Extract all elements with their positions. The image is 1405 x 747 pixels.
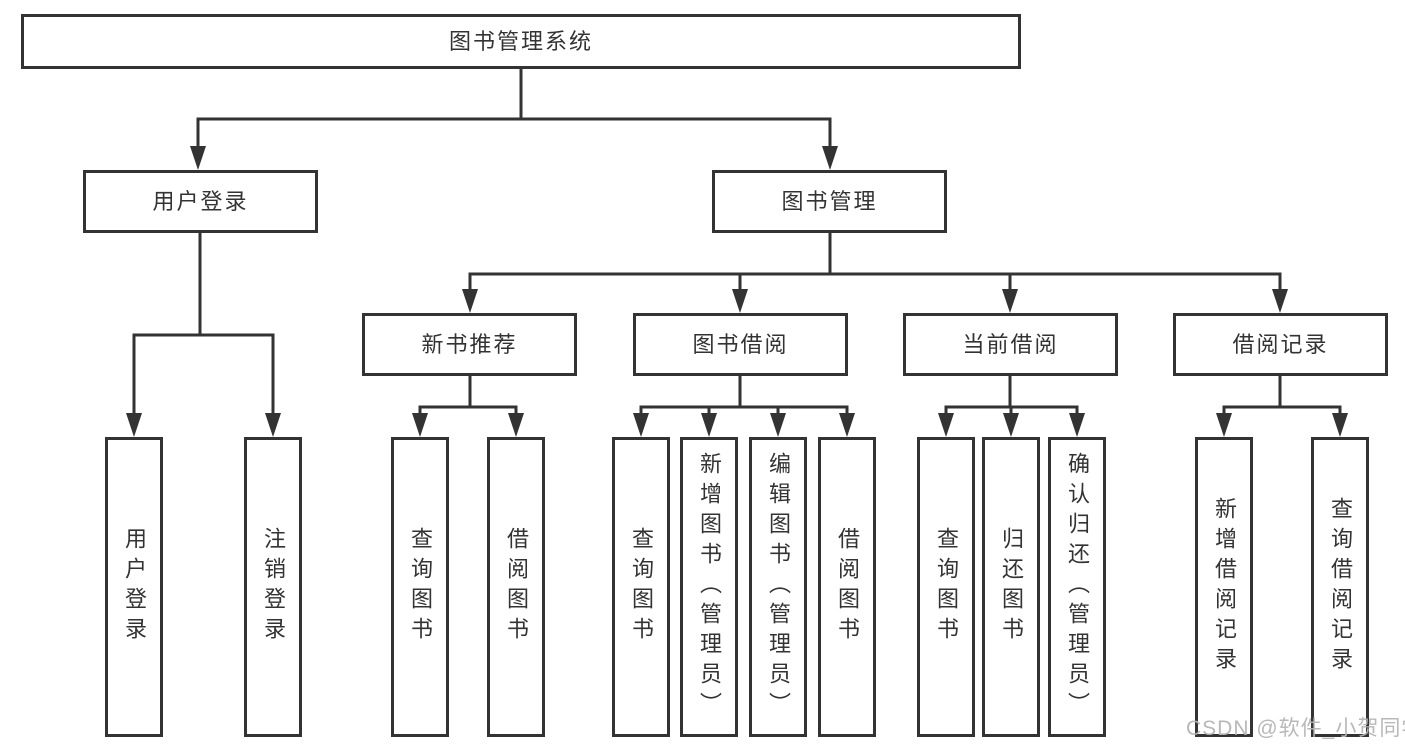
leaf-user-login-label: 用户登录 — [122, 527, 147, 647]
leaf-return-books: 归还图书 — [982, 437, 1040, 737]
leaf-query-borrow-record: 查询借阅记录 — [1311, 437, 1369, 737]
node-book-management: 图书管理 — [712, 170, 947, 233]
leaf-query-books-recommend: 查询图书 — [391, 437, 449, 737]
connector-borrow-record-children — [1222, 374, 1342, 418]
csdn-watermark: CSDN @软件_小贺同学 — [1186, 717, 1405, 740]
node-book-borrow: 图书借阅 — [633, 313, 848, 376]
leaf-query-books-current: 查询图书 — [917, 437, 975, 737]
leaf-edit-books-admin: 编辑图书（管理员） — [749, 437, 807, 737]
connector-user-login-children — [132, 231, 275, 418]
leaf-borrow-books: 借阅图书 — [818, 437, 876, 737]
leaf-add-books-admin: 新增图书（管理员） — [680, 437, 738, 737]
connector-book-borrow-children — [639, 374, 849, 418]
node-library-system: 图书管理系统 — [21, 14, 1021, 69]
connector-book-management-sections — [468, 231, 1282, 294]
connector-new-book-children — [418, 374, 518, 418]
node-book-borrow-label: 图书借阅 — [692, 331, 789, 357]
leaf-add-books-admin-label: 新增图书（管理员） — [697, 452, 722, 722]
leaf-borrow-books-recommend-label: 借阅图书 — [504, 527, 529, 647]
leaf-query-books-borrow-label: 查询图书 — [629, 527, 654, 647]
connector-current-borrow-children — [944, 374, 1079, 418]
node-user-login: 用户登录 — [83, 170, 318, 233]
node-current-borrow: 当前借阅 — [903, 313, 1118, 376]
leaf-logout: 注销登录 — [244, 437, 302, 737]
node-new-book-recommend: 新书推荐 — [362, 313, 577, 376]
leaf-query-borrow-record-label: 查询借阅记录 — [1328, 497, 1353, 677]
node-borrow-records-label: 借阅记录 — [1232, 331, 1329, 357]
leaf-confirm-return-admin: 确认归还（管理员） — [1048, 437, 1106, 737]
node-new-book-recommend-label: 新书推荐 — [421, 331, 518, 357]
leaf-add-borrow-record: 新增借阅记录 — [1195, 437, 1253, 737]
leaf-edit-books-admin-label: 编辑图书（管理员） — [766, 452, 791, 722]
node-library-system-label: 图书管理系统 — [448, 28, 593, 54]
leaf-return-books-label: 归还图书 — [999, 527, 1024, 647]
leaf-logout-label: 注销登录 — [261, 527, 286, 647]
node-current-borrow-label: 当前借阅 — [962, 331, 1059, 357]
node-borrow-records: 借阅记录 — [1173, 313, 1388, 376]
connector-root-to-branches — [196, 67, 832, 152]
leaf-confirm-return-admin-label: 确认归还（管理员） — [1065, 452, 1090, 722]
leaf-borrow-books-recommend: 借阅图书 — [487, 437, 545, 737]
leaf-add-borrow-record-label: 新增借阅记录 — [1212, 497, 1237, 677]
node-book-management-label: 图书管理 — [781, 188, 878, 214]
leaf-query-books-current-label: 查询图书 — [934, 527, 959, 647]
leaf-user-login: 用户登录 — [105, 437, 163, 737]
node-user-login-label: 用户登录 — [152, 188, 249, 214]
leaf-query-books-recommend-label: 查询图书 — [408, 527, 433, 647]
leaf-query-books-borrow: 查询图书 — [612, 437, 670, 737]
arrowheads — [126, 146, 1348, 437]
leaf-borrow-books-label: 借阅图书 — [835, 527, 860, 647]
